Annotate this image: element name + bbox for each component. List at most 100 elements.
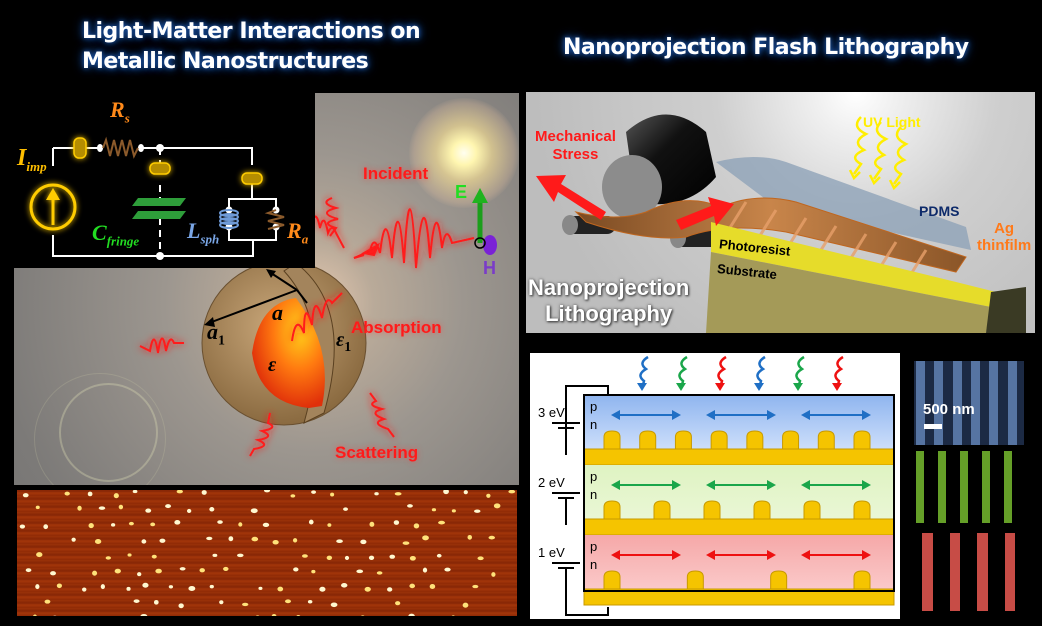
voltage-label: 3 eV [538, 405, 565, 420]
arrowhead-right [672, 480, 681, 490]
afm-particle [343, 507, 348, 511]
capacitor-plate-bottom [132, 211, 186, 219]
afm-particle [153, 599, 159, 605]
plasmonic-bump [603, 570, 621, 590]
afm-particle [22, 493, 29, 498]
arrowhead-left [801, 550, 810, 560]
afm-particle [327, 523, 332, 527]
sem-nanowire [949, 533, 961, 611]
uv-light-rays [848, 116, 909, 191]
rs-sub: s [124, 110, 130, 126]
afm-particle [389, 554, 396, 559]
ag-label-line1: Ag [994, 220, 1015, 237]
lithography-diagram [536, 114, 1026, 333]
ra-label: Ra [287, 218, 308, 247]
incoming-photon [678, 355, 688, 390]
resistor-ra [264, 209, 285, 230]
arrowhead-right [862, 550, 871, 560]
afm-particle [36, 552, 43, 558]
afm-particle [387, 587, 393, 592]
plasmonic-bump [603, 430, 621, 450]
afm-particle [118, 504, 124, 510]
h-field-marker [483, 235, 497, 255]
radius-a1-text: a [207, 319, 218, 344]
afm-particle [308, 519, 314, 525]
substrate-layer [706, 252, 991, 333]
sem-nanowire [982, 451, 991, 523]
afm-particle [364, 586, 371, 592]
afm-particle [88, 523, 94, 529]
lsph-text: L [187, 218, 201, 243]
afm-particle [201, 490, 207, 495]
afm-particle [19, 524, 26, 529]
afm-particle [467, 534, 473, 540]
ra-text: R [287, 218, 302, 243]
afm-particle [402, 541, 410, 545]
plasmonic-bump [686, 570, 704, 590]
inductor-lsph [219, 209, 239, 229]
p-label: p [590, 539, 598, 554]
sem-nanowire [916, 361, 926, 445]
sem-panel: 500 nm [912, 358, 1024, 620]
afm-particle [307, 599, 313, 604]
photon-arrowhead [637, 383, 647, 391]
afm-particle [451, 615, 455, 616]
field-origin [474, 237, 486, 249]
afm-particle [431, 508, 437, 512]
cfringe-text: C [92, 220, 107, 245]
rs-label: Rs [110, 97, 130, 126]
afm-particle [228, 536, 234, 542]
afm-particle [87, 491, 93, 497]
e-field-arrowhead [472, 188, 488, 203]
inner-core [252, 298, 325, 408]
sem-nanowire [1004, 451, 1013, 523]
afm-particle [98, 506, 106, 510]
title-left: Light-Matter Interactions on Metallic Na… [82, 17, 421, 77]
afm-particle [258, 586, 263, 591]
sem-nanowire [916, 451, 925, 523]
afm-particles [19, 490, 516, 616]
afm-particle [186, 508, 192, 514]
cell-layer-bg [584, 395, 894, 451]
afm-particle [290, 494, 296, 498]
plasmonic-bump [653, 500, 671, 520]
e-field-label: E [455, 182, 468, 202]
afm-particle [217, 520, 223, 524]
p-label: p [590, 469, 598, 484]
afm-particle [25, 568, 32, 573]
afm-particle [409, 555, 416, 561]
afm-particle [35, 584, 40, 590]
rs-text: R [110, 97, 125, 122]
afm-particle [262, 522, 270, 528]
afm-particle [179, 567, 186, 571]
incident-label: Incident [363, 164, 429, 183]
afm-particle [393, 520, 400, 525]
afm-particle [508, 490, 516, 494]
afm-particle [301, 554, 308, 558]
afm-particle [408, 613, 415, 616]
sem-nanowire [989, 361, 999, 445]
incoming-photon [756, 355, 766, 390]
scattering-label: Scattering [335, 443, 419, 462]
afm-particle [219, 600, 224, 605]
arrowhead-left [801, 410, 810, 420]
afm-particle [137, 572, 142, 577]
plasmonic-bump [853, 500, 871, 520]
radius-a-base [296, 289, 308, 304]
plasmonic-bump [817, 430, 835, 450]
sem-image-green [914, 451, 1024, 523]
radius-a-text: a [272, 300, 283, 325]
p-label: p [590, 399, 598, 414]
cell-electrode [583, 518, 895, 536]
epsilon-outer-text: ε [336, 329, 345, 351]
cell-wire-bottom [565, 593, 609, 616]
epsilon-outer-label: ε1 [336, 329, 351, 356]
stress-arrow-right [676, 197, 734, 230]
afm-particle [422, 535, 429, 541]
afm-particle [462, 602, 469, 608]
absorbed-wave [291, 292, 343, 342]
afm-particle [133, 599, 140, 603]
afm-particle [360, 615, 365, 616]
arrowhead-right [672, 550, 681, 560]
cell-frame [583, 394, 895, 592]
